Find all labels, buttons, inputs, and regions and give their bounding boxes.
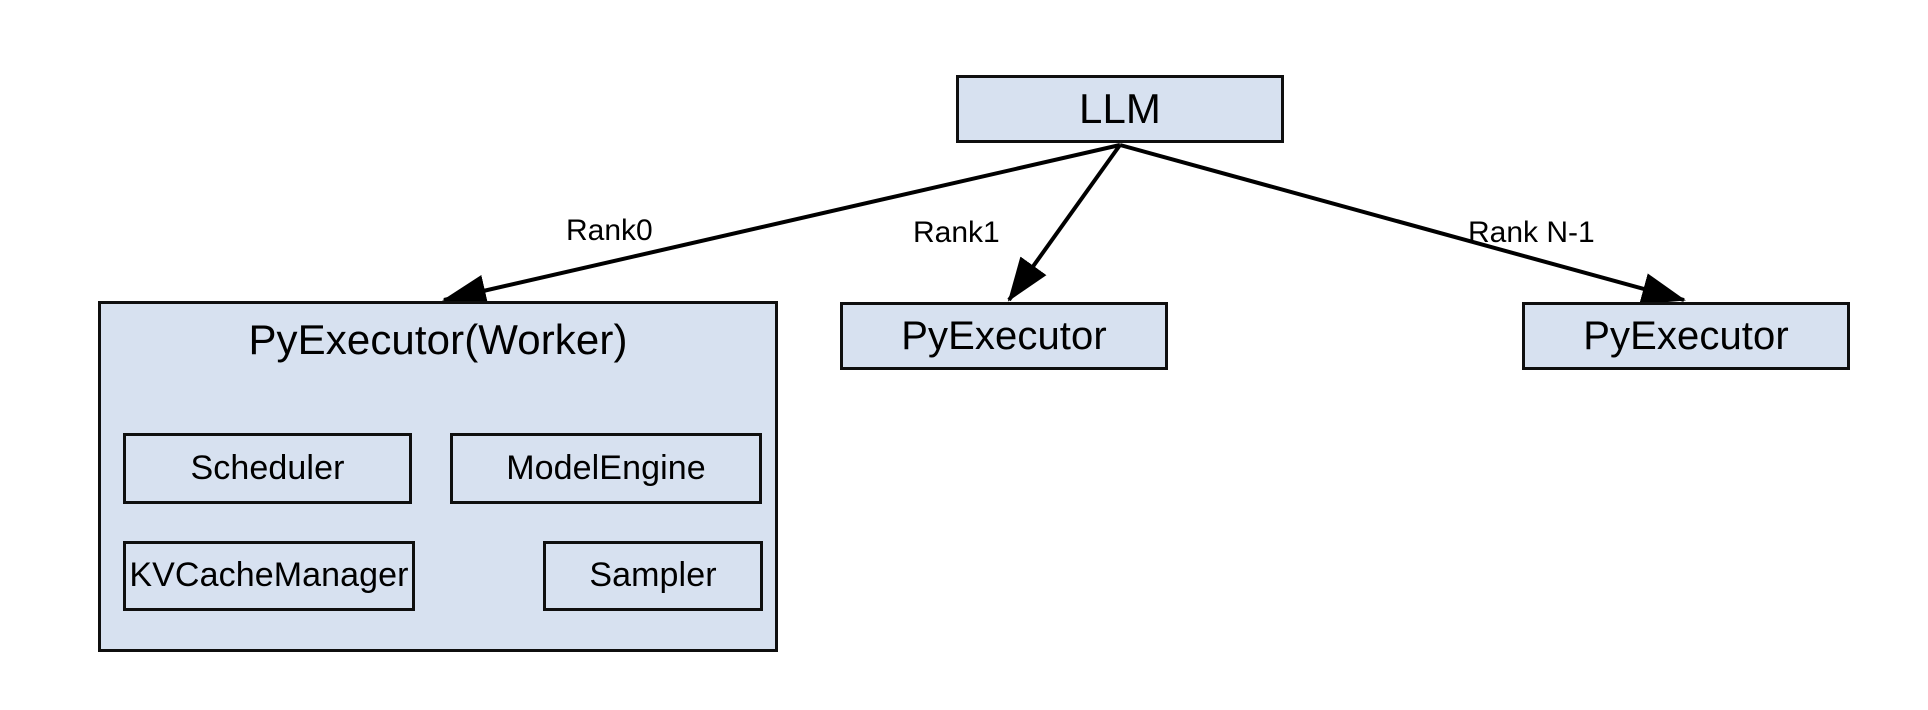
edge-label-rank0: Rank0 bbox=[566, 214, 653, 247]
node-kv-cache-manager-label: KVCacheManager bbox=[129, 556, 409, 595]
edge-label-rank1: Rank1 bbox=[913, 216, 1000, 249]
node-kv-cache-manager[interactable]: KVCacheManager bbox=[123, 541, 415, 611]
node-pyexecutor-rank1[interactable]: PyExecutor bbox=[840, 302, 1168, 370]
node-llm[interactable]: LLM bbox=[956, 75, 1284, 143]
node-pyexecutor-rank-n-1-label: PyExecutor bbox=[1583, 314, 1789, 358]
node-pyexecutor-rank-n-1[interactable]: PyExecutor bbox=[1522, 302, 1850, 370]
node-model-engine[interactable]: ModelEngine bbox=[450, 433, 762, 504]
node-sampler-label: Sampler bbox=[589, 556, 717, 595]
edge-rankn-line bbox=[1119, 143, 1686, 305]
node-pyexecutor-worker-label: PyExecutor(Worker) bbox=[248, 316, 628, 363]
node-scheduler[interactable]: Scheduler bbox=[123, 433, 412, 504]
edge-label-rank-n-1: Rank N-1 bbox=[1468, 216, 1595, 249]
node-scheduler-label: Scheduler bbox=[190, 448, 345, 487]
node-llm-label: LLM bbox=[1078, 84, 1161, 132]
edge-rank0-line bbox=[442, 143, 1121, 307]
node-sampler[interactable]: Sampler bbox=[543, 541, 763, 611]
node-model-engine-label: ModelEngine bbox=[506, 448, 706, 487]
edge-rank1-line bbox=[1007, 143, 1122, 302]
node-pyexecutor-rank1-label: PyExecutor bbox=[901, 314, 1107, 358]
